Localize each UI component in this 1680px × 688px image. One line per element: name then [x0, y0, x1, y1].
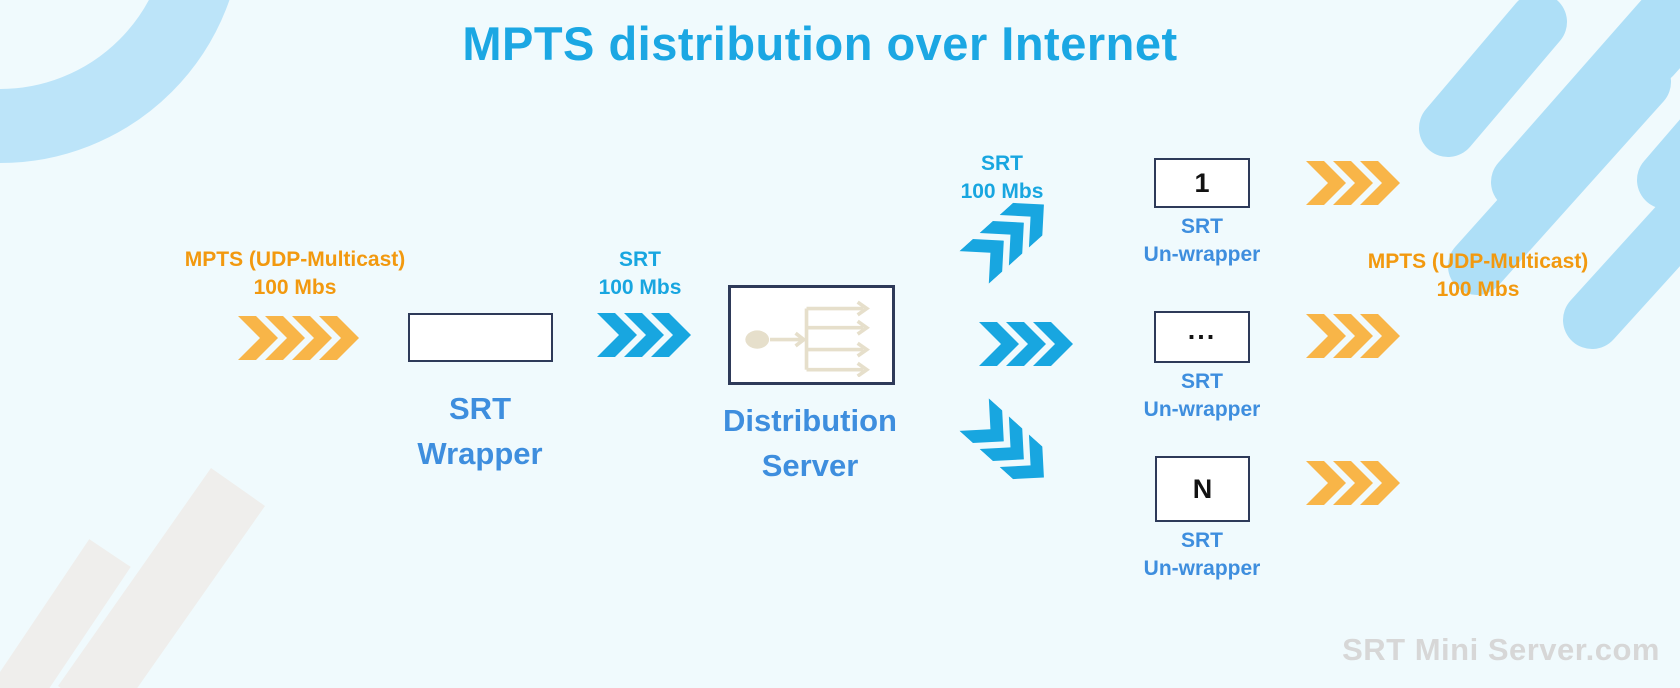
diagram-title: MPTS distribution over Internet: [462, 17, 1178, 70]
unwrapper-box-n-id: N: [1192, 473, 1213, 504]
fan-link-label-line2: 100 Mbs: [960, 180, 1044, 203]
distribution-server-box: [728, 285, 895, 385]
unwrapper-box-n: N: [1155, 456, 1250, 522]
distribution-server-icon: [744, 300, 870, 377]
stripe-decoration: [0, 468, 266, 688]
unwrapper-label-middle: SRT Un-wrapper: [1107, 368, 1297, 424]
unwrapper-box-middle: ...: [1154, 311, 1250, 363]
output-stream-label-line1: MPTS (UDP-Multicast): [1367, 250, 1589, 273]
capsule-decoration: [1419, 0, 1680, 349]
input-stream-label-line2: 100 Mbs: [253, 276, 337, 299]
unwrapper-label-middle-line2: Un-wrapper: [1143, 398, 1261, 421]
srt-link-label-line1: SRT: [619, 248, 661, 271]
input-stream-label: MPTS (UDP-Multicast) 100 Mbs: [145, 246, 445, 302]
input-flow-chevrons: [238, 316, 359, 360]
input-stream-label-line1: MPTS (UDP-Multicast): [184, 248, 406, 271]
fan-link-label: SRT 100 Mbs: [922, 150, 1082, 206]
output-stream-label: MPTS (UDP-Multicast) 100 Mbs: [1328, 248, 1628, 304]
fan-chevrons-middle: [979, 322, 1073, 366]
srt-wrapper-label: SRT Wrapper: [355, 386, 605, 476]
unwrapper-label-n-line2: Un-wrapper: [1143, 557, 1261, 580]
unwrapper-box-1: 1: [1154, 158, 1250, 208]
watermark: SRT Mini Server.com: [1342, 632, 1660, 667]
srt-wrapper-label-line2: Wrapper: [417, 436, 543, 471]
unwrapper-label-middle-line1: SRT: [1181, 370, 1223, 393]
srt-wrapper-box: [408, 313, 553, 362]
srt-link-chevrons: [597, 313, 691, 357]
srt-link-label: SRT 100 Mbs: [565, 246, 715, 302]
unwrapper-label-1-line2: Un-wrapper: [1143, 243, 1261, 266]
output-stream-label-line2: 100 Mbs: [1436, 278, 1520, 301]
unwrapper-label-1: SRT Un-wrapper: [1107, 213, 1297, 269]
unwrapper-label-n-line1: SRT: [1181, 529, 1223, 552]
srt-wrapper-label-line1: SRT: [449, 391, 511, 426]
unwrapper-label-n: SRT Un-wrapper: [1107, 527, 1297, 583]
distribution-server-label: Distribution Server: [690, 398, 930, 488]
srt-link-label-line2: 100 Mbs: [598, 276, 682, 299]
output-chevrons-2: [1306, 314, 1400, 358]
unwrapper-label-1-line1: SRT: [1181, 215, 1223, 238]
unwrapper-box-middle-id: ...: [1187, 314, 1217, 345]
distribution-server-label-line1: Distribution: [723, 403, 897, 438]
distribution-server-label-line2: Server: [761, 448, 859, 483]
output-chevrons-3: [1306, 461, 1400, 505]
unwrapper-box-1-id: 1: [1194, 167, 1210, 198]
output-chevrons-1: [1306, 161, 1400, 205]
fan-link-label-line1: SRT: [981, 152, 1023, 175]
